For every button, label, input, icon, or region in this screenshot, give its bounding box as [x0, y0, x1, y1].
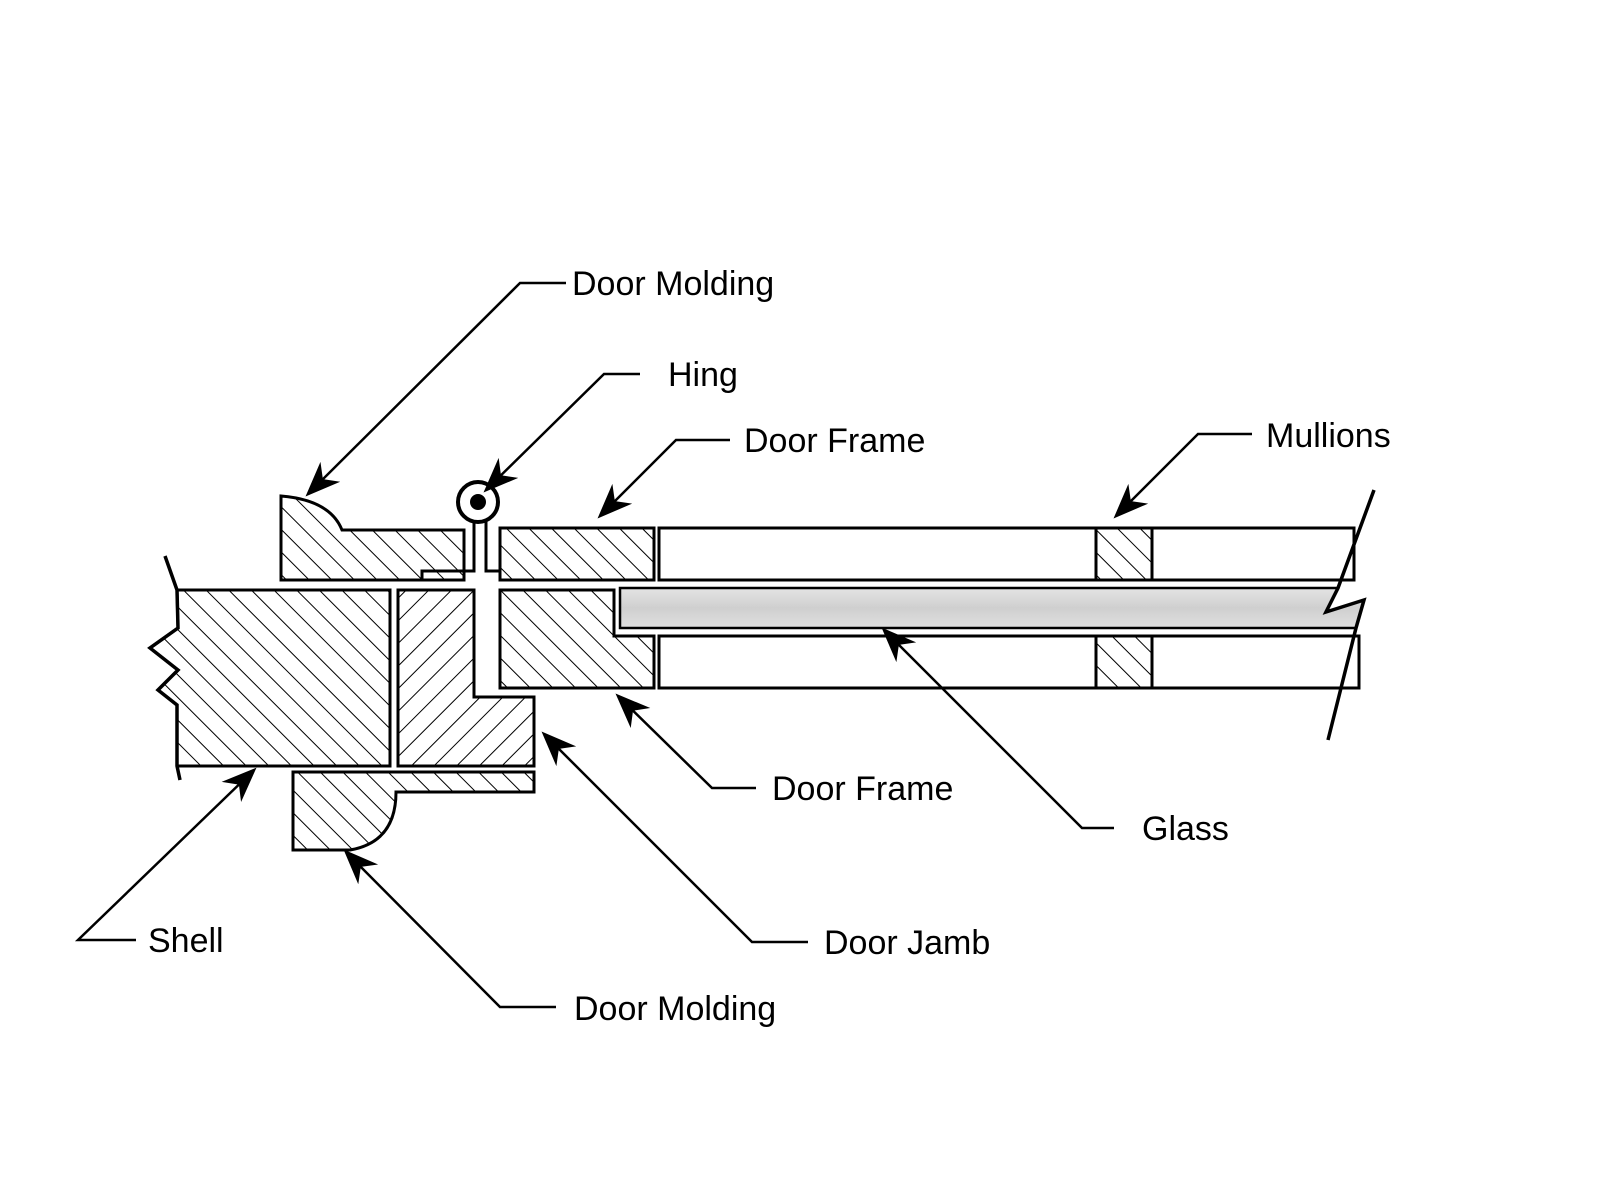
- leader-door-jamb: [541, 731, 808, 944]
- label-shell: Shell: [148, 922, 224, 960]
- door-frame-bottom-shape: [498, 588, 656, 690]
- door-molding-bottom-shape: [291, 770, 536, 852]
- label-glass: Glass: [1142, 810, 1229, 848]
- shell-shape: [147, 588, 392, 768]
- mullion-upper: [1094, 526, 1154, 582]
- door-jamb-shape: [396, 588, 536, 768]
- mullion-lower: [1094, 634, 1154, 690]
- hinge-leaf-left: [420, 510, 476, 580]
- label-door-molding-top: Door Molding: [572, 265, 774, 303]
- leader-door-molding-bottom: [343, 849, 556, 1009]
- leader-door-frame-bottom: [615, 693, 756, 790]
- hinge-pin: [470, 494, 486, 510]
- lower-rail: [657, 634, 1361, 690]
- label-door-frame-bottom: Door Frame: [772, 770, 953, 808]
- label-door-frame-top: Door Frame: [744, 422, 925, 460]
- leader-glass: [881, 627, 1114, 830]
- leader-door-molding-top: [305, 281, 566, 497]
- label-door-jamb: Door Jamb: [824, 924, 990, 962]
- leader-hing: [483, 372, 640, 493]
- leader-door-frame-top: [597, 438, 730, 519]
- upper-rail: [657, 526, 1356, 582]
- leader-mullions: [1113, 432, 1252, 519]
- door-molding-top-shape: [279, 494, 466, 582]
- label-door-molding-bottom: Door Molding: [574, 990, 776, 1028]
- label-mullions: Mullions: [1266, 417, 1391, 455]
- shell-break-line: [147, 555, 182, 781]
- right-break-line: [1322, 489, 1376, 741]
- door-frame-top-shape: [498, 526, 656, 582]
- label-hing: Hing: [668, 356, 738, 394]
- leader-shell: [74, 767, 257, 942]
- glass-pane: [618, 586, 1366, 630]
